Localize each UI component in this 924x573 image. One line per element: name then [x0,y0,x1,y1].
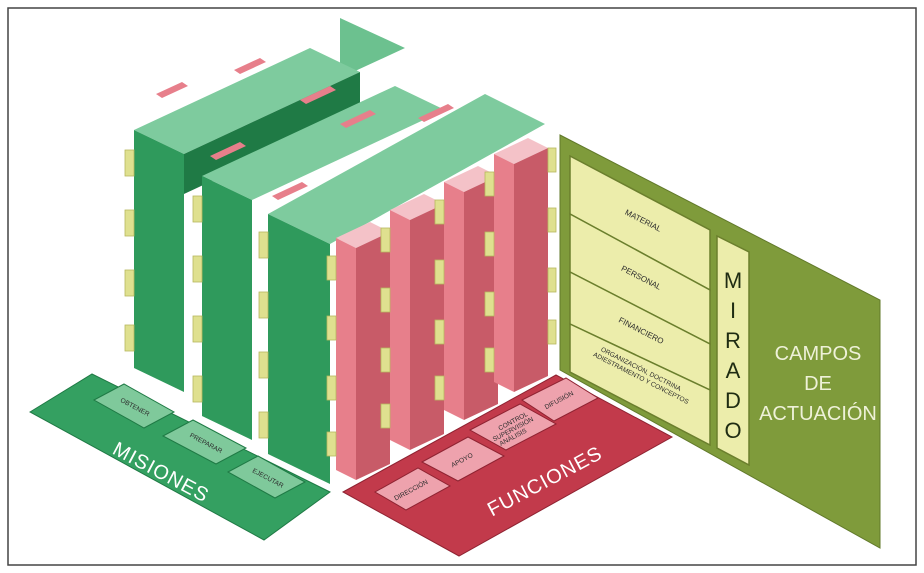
mirado-letter-o: O [724,418,741,443]
slab-front-tab-2 [258,291,269,319]
green-slab-front [258,94,545,484]
col1-tab-3 [326,375,337,401]
pink-column-1 [326,222,390,480]
mirado-letter-r: R [725,328,741,353]
col2-tab-2 [380,287,391,313]
col3-top [444,166,498,192]
col1-top [336,222,390,248]
misiones-box-obtener [92,383,176,429]
slab-back-tab-1 [124,149,135,177]
slab-back-tab-2 [124,209,135,237]
slab-arrow-head [340,18,405,78]
green-slab-back [124,18,405,392]
slab-back-top [134,48,360,154]
col2-tab-4 [380,403,391,429]
slab-back-front [134,130,184,392]
col1-tab-2 [326,315,337,341]
campos-title-line2: DE [804,373,832,395]
funciones-box-apoyo [420,436,506,482]
slab-mid-tab-3 [192,315,203,343]
col3-tab-1 [434,199,445,225]
funciones-box-control [468,403,558,451]
misiones-box-ejecutar [226,455,307,499]
slab-pink-top-tabs [156,58,454,200]
campos-box-organizacion [569,322,711,447]
slab-mid-top [202,86,445,200]
slab-mid-tab-4 [192,375,203,403]
col2-top [390,194,444,220]
funciones-box-direccion [373,467,452,511]
col3-tab-2 [434,259,445,285]
slab-front-tab-1 [258,231,269,259]
top-tab-2 [234,58,266,74]
col4-tab-4 [484,347,495,373]
misiones-floor: OBTENER PREPARAR EJECUTAR MISIONES [29,373,331,541]
funciones-floor: DIRECCIÓN APOYO CONTROL SUPERVISIÓN ANÁL… [341,374,674,557]
slab-front-tab-4 [258,411,269,439]
col2-front [390,210,410,450]
campos-panel: MATERIAL PERSONAL FINANCIERO ORGANIZACIÓ… [559,134,881,549]
funciones-box-difusion [520,377,600,422]
col3-tab-3 [434,319,445,345]
mirado-letter-i: I [730,298,736,323]
green-slab-middle [192,86,445,440]
col4-side [514,148,548,392]
misiones-plate [29,373,331,541]
col4-tab-1 [484,171,495,197]
col1-tab-4 [326,431,337,457]
top-tab-1 [156,82,188,98]
mirado-column [716,234,750,467]
slab-mid-front [202,176,252,440]
col3-tab-4 [434,375,445,401]
slab-front-top [268,94,545,244]
slab-front-tab-3 [258,351,269,379]
col2-tab-3 [380,347,391,373]
diagram-frame [7,7,917,566]
col1-tab-1 [326,255,337,281]
misiones-box-preparar [161,419,248,465]
col4-front [494,154,514,392]
mirado-letter-a: A [726,358,741,383]
slab-mid-tab-2 [192,255,203,283]
col4-side-tab-4 [547,319,557,345]
col1-front [336,238,356,480]
top-tab-4 [210,142,246,160]
funciones-plate [341,374,674,557]
slab-mid-tab-1 [192,195,203,223]
col4-tab-2 [484,231,495,257]
col3-front [444,182,464,420]
campos-title-line1: CAMPOS [775,343,862,365]
top-tab-6 [272,182,308,200]
col4-side-tab-3 [547,267,557,293]
mirado-letter-d: D [725,388,741,413]
col4-side-tab-1 [547,147,557,173]
mirado-letter-m: M [724,268,742,293]
col4-top [494,138,548,164]
col2-tab-1 [380,227,391,253]
top-tab-3 [300,86,336,104]
top-tab-7 [418,104,454,122]
pink-column-4 [484,138,557,392]
slab-front-front [268,214,330,484]
slab-back-tab-4 [124,324,135,352]
top-tab-5 [340,110,376,128]
pink-column-2 [380,194,444,450]
col4-tab-3 [484,291,495,317]
col4-side-tab-2 [547,207,557,233]
slab-back-tab-3 [124,269,135,297]
campos-title-line3: ACTUACIÓN [759,402,877,425]
slab-back-side [184,72,360,194]
